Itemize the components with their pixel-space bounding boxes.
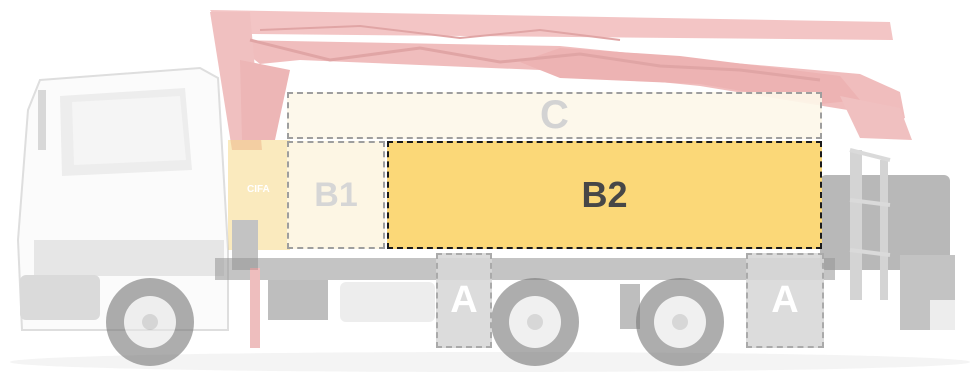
zone-b1: B1 [287, 141, 385, 249]
zone-b2-label: B2 [581, 174, 627, 216]
zone-a-rear-axle: A [746, 253, 824, 348]
zone-a-rear-label: A [771, 279, 798, 322]
zone-b1-label: B1 [314, 176, 357, 215]
zone-a-front-axle: A [436, 253, 492, 348]
zone-c: C [287, 92, 822, 139]
zone-c-label: C [540, 93, 569, 138]
zone-a-front-label: A [450, 279, 477, 322]
zone-b2-highlighted: B2 [387, 141, 822, 249]
